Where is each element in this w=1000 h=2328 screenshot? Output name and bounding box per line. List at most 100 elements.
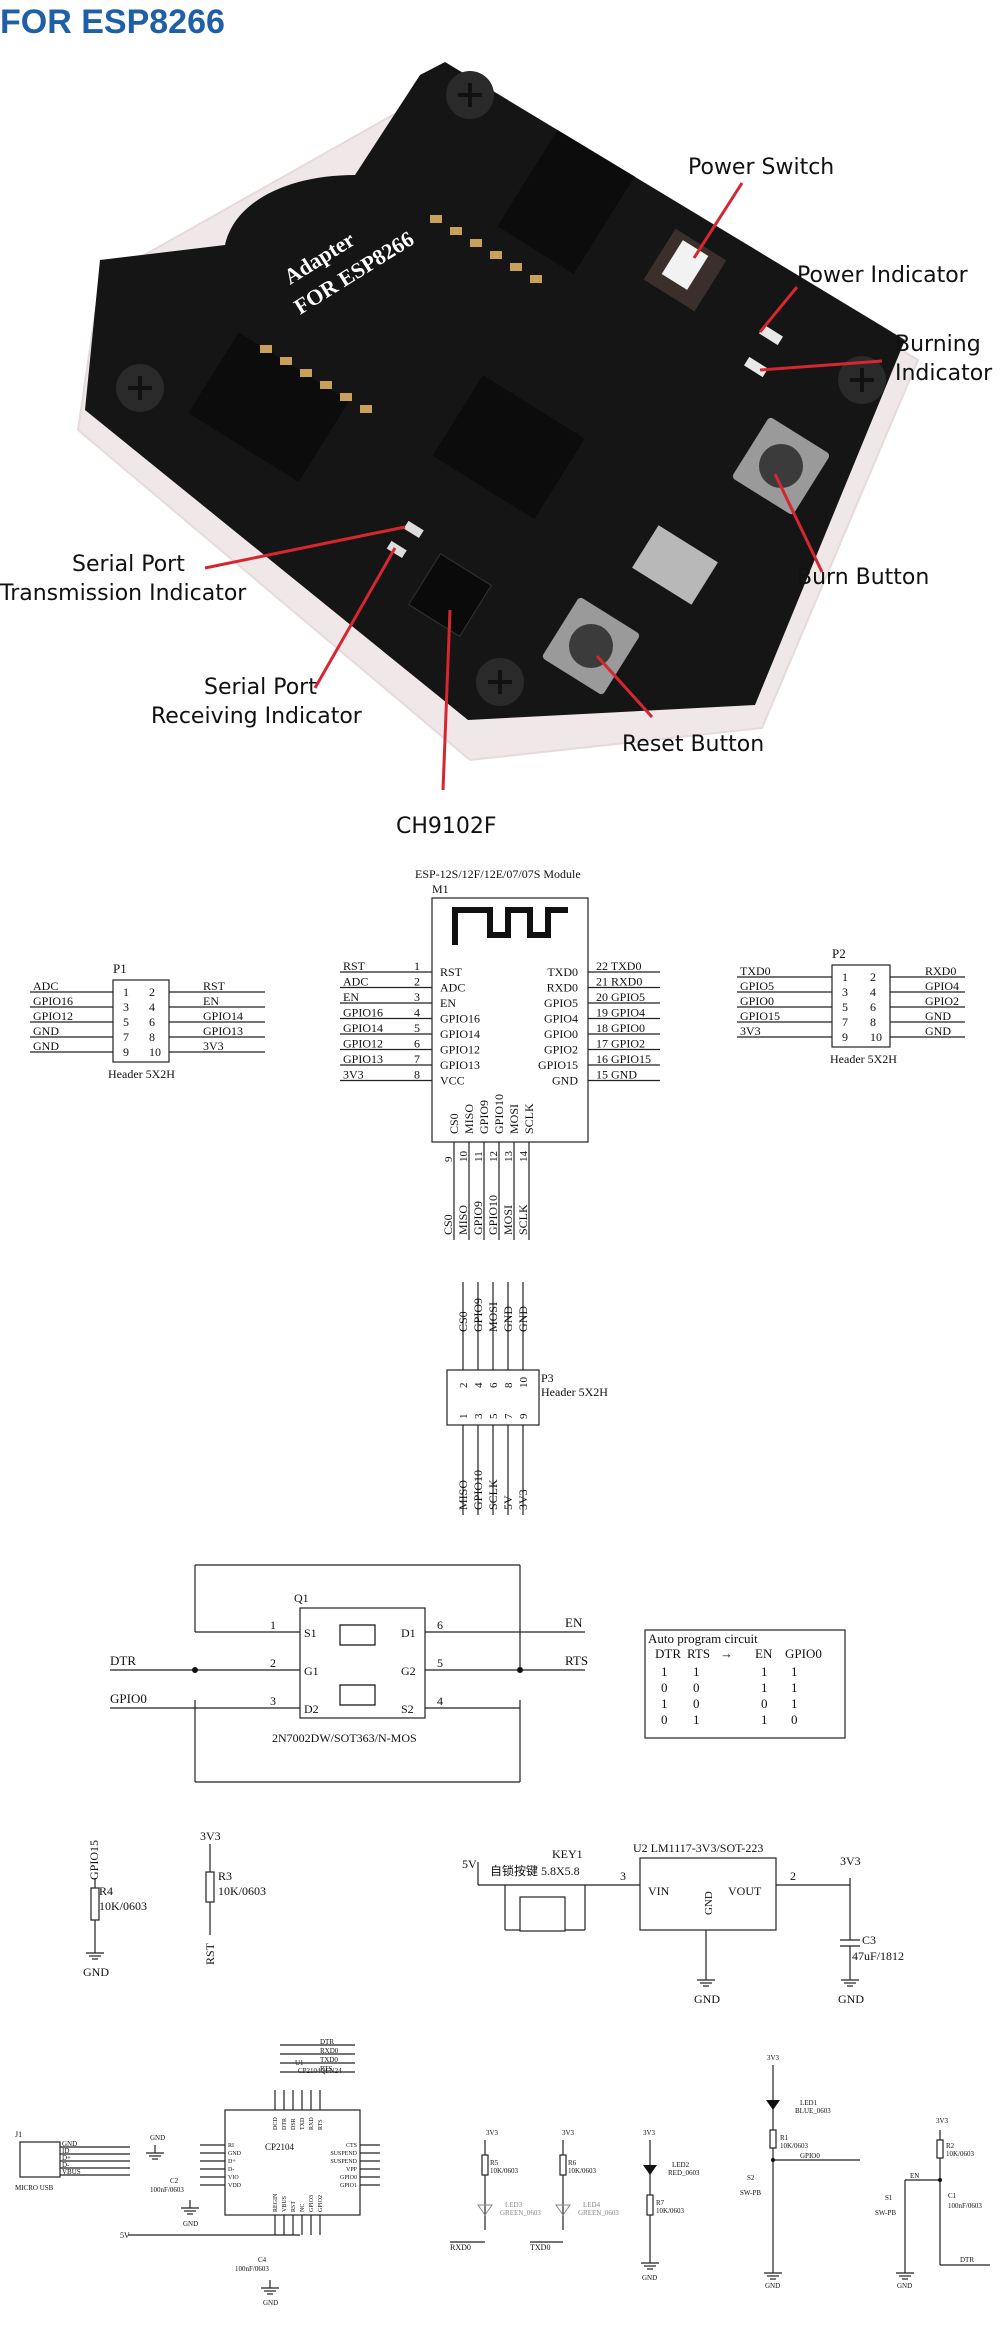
p1-net-left: GPIO12 <box>33 1009 73 1023</box>
r4-gnd: GND <box>83 1965 109 1979</box>
auto-table-cell: 0 <box>761 1696 768 1711</box>
burning-led <box>744 356 768 378</box>
usb-pin: VBUS <box>62 2168 81 2176</box>
p3-ref: P3 <box>541 1371 554 1385</box>
c3-gnd: GND <box>838 1992 864 2006</box>
p2-net-right: GPIO4 <box>925 979 959 993</box>
led3-val: GREEN_0603 <box>500 2209 541 2217</box>
antenna-icon <box>452 907 568 945</box>
u1-top-pin: RXD <box>309 2117 315 2130</box>
c1-ref: C1 <box>948 2192 957 2200</box>
p2-net-left: TXD0 <box>740 964 771 978</box>
module-right-net: 20 GPIO5 <box>596 990 645 1004</box>
module-left-net: GPIO14 <box>343 1021 383 1035</box>
net-gpio0: GPIO0 <box>110 1691 147 1706</box>
usb-pin: GND <box>62 2140 77 2148</box>
r7-val: 10K/0603 <box>656 2207 685 2215</box>
u2-ref: U2 LM1117-3V3/SOT-223 <box>633 1841 763 1855</box>
module-left-name: EN <box>440 996 456 1010</box>
power-led <box>759 324 783 346</box>
u2-vout: VOUT <box>728 1884 762 1898</box>
u2-out-net: 3V3 <box>840 1854 861 1868</box>
module-right-name: GPIO15 <box>538 1058 578 1072</box>
usb-pin: ID <box>62 2147 69 2155</box>
screw-icon <box>116 364 164 412</box>
q1-pin-name: D1 <box>401 1626 416 1640</box>
p3-top-num: 8 <box>503 1382 515 1388</box>
p3-bottom-net: MISO <box>456 1480 470 1510</box>
module-bottom-net: MOSI <box>501 1205 515 1235</box>
u1-right-pin: SUSPEND <box>330 2159 357 2165</box>
net-rts: RTS <box>565 1653 588 1668</box>
c3-ref: C3 <box>862 1933 876 1947</box>
r4-val: 10K/0603 <box>99 1899 147 1913</box>
module-bottom-net: GPIO9 <box>471 1201 485 1235</box>
label-chip: CH9102F <box>396 814 497 839</box>
module-left-num: 5 <box>414 1021 420 1035</box>
p1-pin: 3 <box>123 1000 129 1014</box>
p3-top-net: GND <box>501 1306 515 1332</box>
r2-net: 3V3 <box>936 2117 949 2125</box>
module-left-net: GPIO16 <box>343 1006 383 1020</box>
p1-net-right: RST <box>203 979 226 993</box>
c1-val: 100nF/0603 <box>948 2202 982 2210</box>
label-serial-tx-2: Transmission Indicator <box>0 581 247 606</box>
module-right-net: 22 TXD0 <box>596 959 641 973</box>
module-left-name: GPIO13 <box>440 1058 480 1072</box>
net-dtr: DTR <box>110 1653 136 1668</box>
label-serial-rx-1: Serial Port <box>204 675 317 700</box>
p3-bottom-net: GPIO10 <box>471 1470 485 1510</box>
r3-ref: R3 <box>218 1869 232 1883</box>
u1-right-pin: GPIO0 <box>340 2175 357 2181</box>
module-box <box>431 897 589 1143</box>
page-title: FOR ESP8266 <box>0 3 225 41</box>
u2-box <box>639 1857 777 1931</box>
p2-pin: 6 <box>870 1000 876 1014</box>
reset-button[interactable] <box>541 596 640 695</box>
auto-table-cell: 1 <box>761 1712 768 1727</box>
module-left-num: 4 <box>414 1006 420 1020</box>
p2-pin: 2 <box>870 970 876 984</box>
auto-table-cell: 1 <box>693 1712 700 1727</box>
p1-box <box>112 979 170 1063</box>
p1-net-left: GPIO16 <box>33 994 73 1008</box>
label-burning-indicator-2: Indicator <box>895 361 993 386</box>
s2-val: SW-PB <box>740 2189 761 2197</box>
led-icon <box>766 2100 780 2110</box>
burn-button[interactable] <box>731 416 830 515</box>
r4-ref: R4 <box>99 1884 113 1898</box>
junction-dot <box>771 2158 775 2162</box>
module-right-net: 19 GPIO4 <box>596 1006 645 1020</box>
module-bottom-net: CS0 <box>441 1214 455 1235</box>
p3-bottom-num: 1 <box>458 1414 470 1420</box>
p1-net-left: ADC <box>33 979 58 993</box>
module-right-name: TXD0 <box>547 965 578 979</box>
u1-top-pin: DCD <box>273 2117 279 2130</box>
p2-net-left: GPIO0 <box>740 994 774 1008</box>
usb-gnd: GND <box>150 2134 165 2142</box>
module-bottom-name: GPIO9 <box>477 1100 491 1134</box>
junction-dot <box>938 2178 942 2182</box>
c3-val: 47uF/1812 <box>852 1949 904 1963</box>
q1-pin-num: 1 <box>270 1618 276 1632</box>
module-right-net: 17 GPIO2 <box>596 1037 645 1051</box>
v5-net: 5V <box>120 2231 130 2240</box>
module-right-name: GPIO5 <box>544 996 578 1010</box>
p2-net-left: GPIO5 <box>740 979 774 993</box>
led2-ref: LED2 <box>672 2161 690 2169</box>
module-left-name: GPIO12 <box>440 1043 480 1057</box>
p3-name: Header 5X2H <box>541 1385 608 1399</box>
u1-right-pin: CTS <box>346 2143 357 2149</box>
p1-ref: P1 <box>113 961 127 976</box>
module-bottom-num: 11 <box>473 1151 485 1162</box>
c4-val: 100nF/0603 <box>235 2265 269 2273</box>
u1-left-pin: VIO <box>228 2175 239 2181</box>
p1-pin: 9 <box>123 1045 129 1059</box>
u1-right-pin: VPP <box>346 2167 358 2173</box>
p3-top-net: CS0 <box>456 1311 470 1332</box>
module-bottom-name: MISO <box>462 1104 476 1134</box>
q1-ref: Q1 <box>294 1591 309 1605</box>
r3-body <box>205 1871 215 1903</box>
auto-table-cell: 1 <box>761 1664 768 1679</box>
